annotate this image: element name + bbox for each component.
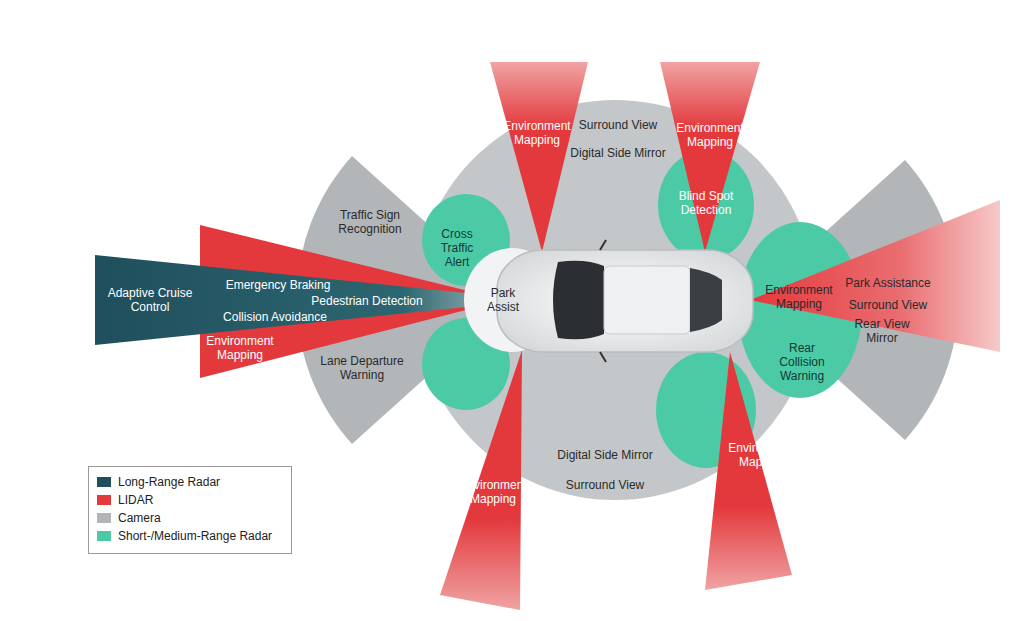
coverage-label: Environment Mapping [722,441,802,469]
legend-row: Long-Range Radar [97,475,283,489]
coverage-label: Surround View [540,478,670,492]
coverage-label: Rear View Mirror [846,317,918,345]
lidar-beam [660,62,760,252]
coverage-label: Surround View [833,298,943,312]
coverage-label: Environment Mapping [670,121,750,149]
coverage-label: Environment Mapping [759,283,839,311]
lidar-beam [750,200,1000,352]
car [497,240,753,362]
coverage-label: Adaptive Cruise Control [100,286,200,314]
legend-row: Short-/Medium-Range Radar [97,529,283,543]
long-range-radar-beam [95,255,505,345]
legend-row: LIDAR [97,493,283,507]
coverage-label: Emergency Braking [216,278,341,292]
legend-text: Short-/Medium-Range Radar [118,529,272,543]
lidar-beam [705,352,792,590]
coverage-label: Park Assistance [833,276,943,290]
legend: Long-Range RadarLIDAR CameraShort-/Medium… [88,466,292,554]
legend-text: LIDAR [118,493,153,507]
coverage-label: Cross Traffic Alert [432,227,482,269]
legend-swatch [97,513,111,523]
camera-zone [750,160,958,440]
coverage-label: Digital Side Mirror [543,146,693,160]
coverage-label: Park Assist [481,286,525,314]
coverage-label: Collision Avoidance [213,310,338,324]
coverage-label: Blind Spot Detection [675,189,737,217]
legend-swatch [97,531,111,541]
coverage-label: Digital Side Mirror [530,448,680,462]
legend-swatch [97,477,111,487]
coverage-label: Environment Mapping [190,334,290,362]
coverage-label: Environment Mapping [453,478,533,506]
legend-swatch [97,495,111,505]
coverage-label: Rear Collision Warning [767,341,837,383]
legend-text: Camera [118,511,161,525]
legend-text: Long-Range Radar [118,475,220,489]
coverage-label: Lane Departure Warning [307,354,417,382]
legend-row: Camera [97,511,283,525]
coverage-label: Surround View [553,118,683,132]
coverage-label: Environment Mapping [497,119,577,147]
coverage-label: Pedestrian Detection [300,294,435,308]
coverage-label: Traffic Sign Recognition [318,208,423,236]
